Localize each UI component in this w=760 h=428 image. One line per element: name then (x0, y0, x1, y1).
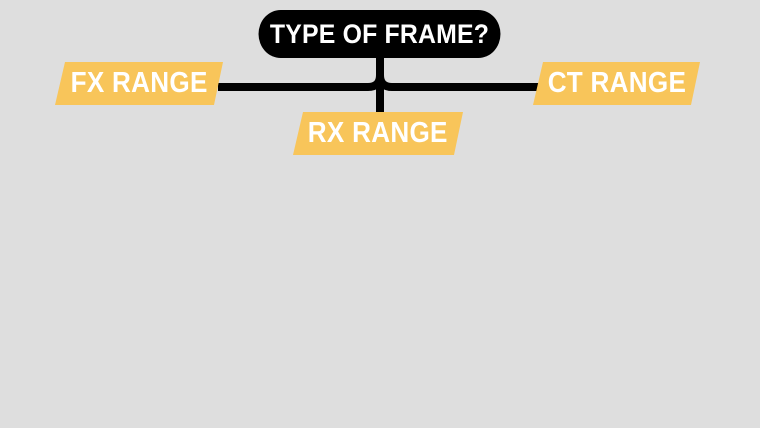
option-ct-range-label: CT RANGE (547, 67, 686, 99)
question-title: TYPE OF FRAME? (258, 10, 501, 58)
option-fx-range: FX RANGE (55, 62, 223, 105)
option-rx-range-label: RX RANGE (308, 117, 448, 149)
option-rx-range: RX RANGE (293, 112, 463, 155)
connector-right-branch (376, 74, 540, 91)
question-title-text: TYPE OF FRAME? (269, 18, 490, 49)
option-ct-range-shape (533, 62, 700, 105)
option-fx-range-shape (55, 62, 223, 105)
option-fx-range-label: FX RANGE (70, 67, 208, 99)
connector-left-branch (218, 58, 384, 91)
option-ct-range: CT RANGE (533, 62, 700, 105)
option-rx-range-shape (293, 112, 463, 155)
